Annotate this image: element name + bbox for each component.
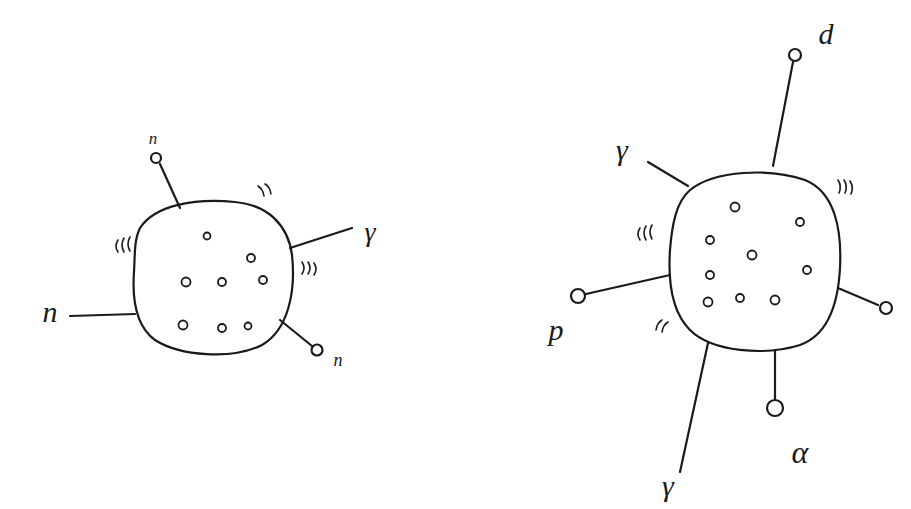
particle-label: n — [334, 351, 343, 369]
particle-label: γ — [662, 471, 674, 501]
particle-label: n — [43, 297, 58, 327]
particle-label: γ — [364, 218, 375, 246]
particle-label: p — [549, 315, 564, 345]
particle-label: n — [149, 130, 158, 147]
particle-label: α — [792, 436, 809, 468]
particle-label: γ — [616, 135, 628, 165]
particle-label: d — [819, 19, 834, 49]
